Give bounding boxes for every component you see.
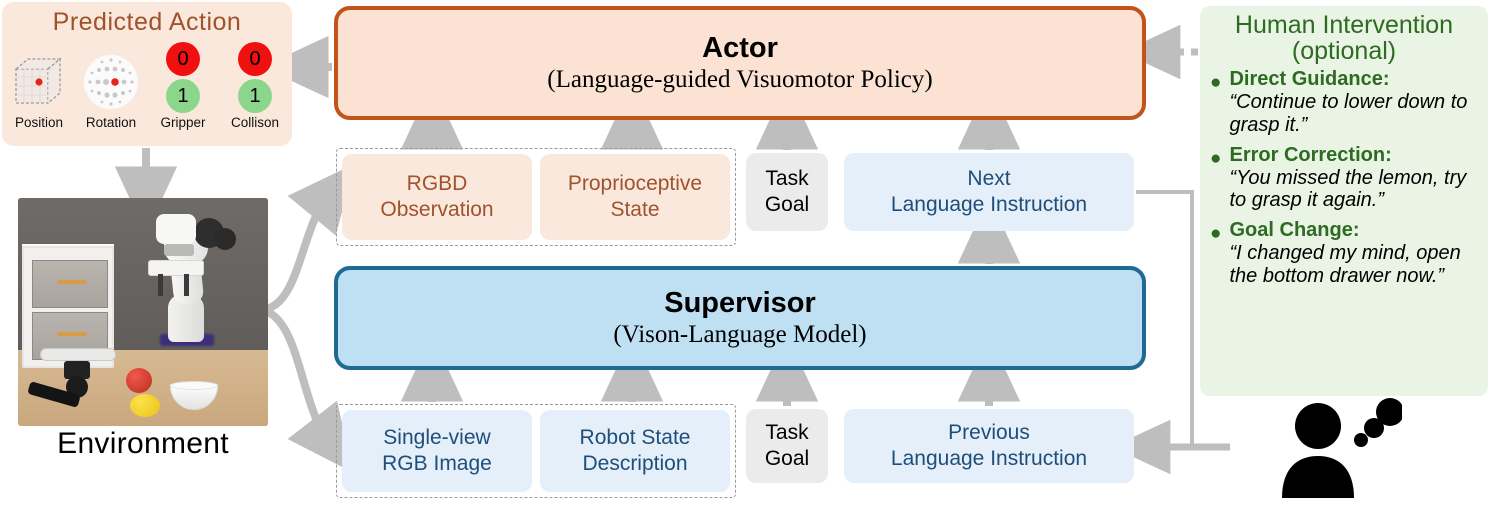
realsense-camera bbox=[40, 348, 116, 361]
predicted-action-item-collision: 0 1 Collison bbox=[222, 42, 288, 130]
line1: Robot State bbox=[579, 426, 691, 450]
line2: Language Instruction bbox=[890, 447, 1088, 470]
supervisor-title: Supervisor bbox=[664, 287, 816, 319]
collision-badges: 0 1 bbox=[238, 42, 272, 113]
supervisor-input-previous-language-instruction: Previous Language Instruction bbox=[844, 409, 1134, 483]
collision-value-off: 0 bbox=[238, 42, 272, 76]
environment-caption: Environment bbox=[57, 427, 229, 460]
bullet-icon: ● bbox=[1210, 223, 1222, 245]
line2: Observation bbox=[380, 198, 494, 221]
arrow-environment-fork bbox=[260, 163, 355, 473]
line2: Description bbox=[582, 452, 688, 475]
predicted-action-title: Predicted Action bbox=[52, 8, 242, 36]
line1: Previous bbox=[948, 421, 1030, 445]
arrows-inputs-to-actor bbox=[400, 82, 1021, 150]
item-caption: Collison bbox=[230, 115, 280, 130]
actor-module: Actor (Language-guided Visuomotor Policy… bbox=[334, 6, 1146, 120]
human-intervention-title: Human Intervention (optional) bbox=[1210, 12, 1478, 64]
title-line1: Human Intervention bbox=[1234, 11, 1454, 39]
bullet-icon: ● bbox=[1210, 147, 1222, 169]
item-label: Direct Guidance: bbox=[1229, 68, 1390, 90]
line2: Goal bbox=[764, 447, 810, 470]
title-line2: (optional) bbox=[1291, 37, 1397, 65]
intervention-item-error-correction: ● Error Correction: “You missed the lemo… bbox=[1210, 144, 1478, 213]
drawer-cabinet bbox=[22, 246, 114, 368]
environment-block: Environment bbox=[18, 198, 268, 461]
item-caption: Position bbox=[14, 115, 64, 130]
wireframe-cube-icon bbox=[15, 57, 62, 104]
line2: Language Instruction bbox=[890, 193, 1088, 216]
gripper-badges: 0 1 bbox=[166, 42, 200, 113]
actor-subtitle: (Language-guided Visuomotor Policy) bbox=[547, 66, 933, 93]
actor-observation-group: RGBD Observation Proprioceptive State bbox=[336, 148, 736, 246]
actor-input-next-language-instruction: Next Language Instruction bbox=[844, 153, 1134, 231]
gripper-value-on: 1 bbox=[166, 79, 200, 113]
environment-photo bbox=[18, 198, 268, 426]
line1: Task bbox=[765, 421, 809, 445]
line1: Proprioceptive bbox=[567, 172, 703, 196]
person-thinking-icon bbox=[1282, 398, 1402, 498]
predicted-action-item-gripper: 0 1 Gripper bbox=[150, 42, 216, 130]
line1: Next bbox=[967, 167, 1011, 191]
human-intervention-list: ● Direct Guidance: “Continue to lower do… bbox=[1210, 68, 1478, 288]
item-quote: “You missed the lemon, try to grasp it a… bbox=[1229, 166, 1467, 212]
apple-object bbox=[126, 368, 152, 393]
item-quote: “Continue to lower down to grasp it.” bbox=[1229, 91, 1468, 136]
intervention-item-goal-change: ● Goal Change: “I changed my mind, open … bbox=[1210, 219, 1478, 288]
collision-value-on: 1 bbox=[238, 79, 272, 113]
item-quote: “I changed my mind, open the bottom draw… bbox=[1229, 242, 1461, 287]
supervisor-module: Supervisor (Vison-Language Model) bbox=[334, 266, 1146, 370]
supervisor-input-task-goal: Task Goal bbox=[746, 409, 828, 483]
intervention-item-direct-guidance: ● Direct Guidance: “Continue to lower do… bbox=[1210, 68, 1478, 137]
actor-input-rgbd-observation: RGBD Observation bbox=[342, 154, 532, 240]
lemon-object bbox=[130, 394, 160, 417]
actor-input-task-goal: Task Goal bbox=[746, 153, 828, 231]
predicted-action-panel: Predicted Action bbox=[2, 2, 292, 146]
line2: RGB Image bbox=[382, 452, 492, 475]
line1: RGBD bbox=[406, 172, 468, 196]
supervisor-subtitle: (Vison-Language Model) bbox=[613, 321, 867, 348]
actor-title: Actor bbox=[702, 32, 778, 64]
bullet-icon: ● bbox=[1210, 72, 1222, 93]
item-label: Goal Change: bbox=[1229, 219, 1360, 242]
predicted-action-item-position: Position bbox=[6, 51, 72, 130]
predicted-action-items: Position Ro bbox=[6, 42, 288, 130]
arrows-inputs-to-supervisor bbox=[400, 334, 1021, 406]
dot-sphere-icon bbox=[84, 55, 138, 109]
line2: State bbox=[610, 198, 660, 221]
line1: Task bbox=[765, 167, 809, 191]
human-intervention-panel: Human Intervention (optional) ● Direct G… bbox=[1200, 6, 1488, 396]
supervisor-input-robot-state-description: Robot State Description bbox=[540, 410, 730, 492]
predicted-action-item-rotation: Rotation bbox=[78, 51, 144, 130]
gripper-value-off: 0 bbox=[166, 42, 200, 76]
item-caption: Rotation bbox=[85, 115, 137, 130]
item-caption: Gripper bbox=[160, 115, 206, 130]
item-label: Error Correction: bbox=[1229, 143, 1392, 166]
line1: Single-view bbox=[383, 426, 491, 450]
supervisor-input-single-view-rgb-image: Single-view RGB Image bbox=[342, 410, 532, 492]
actor-input-proprioceptive-state: Proprioceptive State bbox=[540, 154, 730, 240]
supervisor-observation-group: Single-view RGB Image Robot State Descri… bbox=[336, 404, 736, 498]
line2: Goal bbox=[764, 193, 810, 216]
